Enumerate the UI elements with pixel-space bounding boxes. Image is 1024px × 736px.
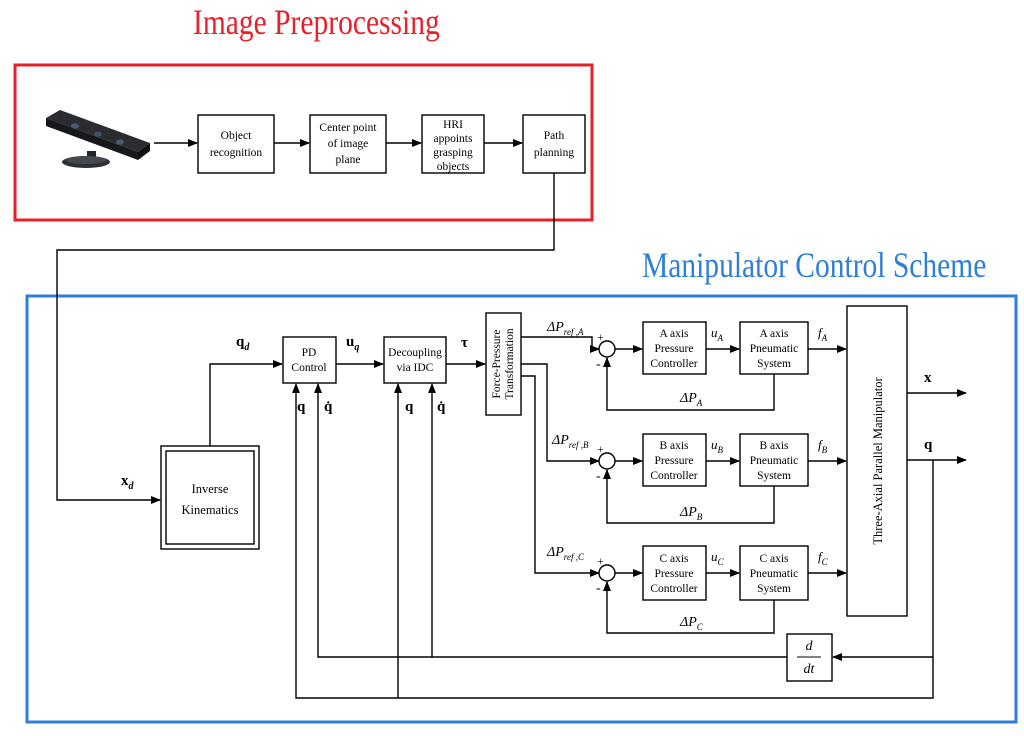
c-axis-pneumatic-system: C axis Pneumatic System xyxy=(739,545,809,601)
derivative-block: d dt xyxy=(786,633,833,682)
svg-text:Controller: Controller xyxy=(650,470,697,482)
svg-text:Control: Control xyxy=(291,362,326,374)
pd-qdot-label: q̇ xyxy=(324,399,333,415)
svg-text:appoints: appoints xyxy=(434,133,473,145)
svg-text:Controller: Controller xyxy=(650,583,697,595)
svg-text:planning: planning xyxy=(534,147,574,159)
svg-text:objects: objects xyxy=(437,161,470,173)
fa-label: fA xyxy=(818,325,828,343)
svg-text:-: - xyxy=(596,357,601,372)
svg-text:d: d xyxy=(806,639,814,654)
center-point-block: Center point of image plane xyxy=(309,114,387,174)
svg-text:+: + xyxy=(597,330,604,344)
idc-qdot-label: q̇ xyxy=(437,399,446,415)
svg-text:PD: PD xyxy=(302,347,317,359)
control-scheme-frame xyxy=(25,294,1018,724)
fb-label: fB xyxy=(818,437,828,455)
svg-text:of image: of image xyxy=(328,138,369,150)
svg-text:System: System xyxy=(757,470,791,482)
dpb-label: ΔPB xyxy=(679,505,703,522)
svg-text:Pneumatic: Pneumatic xyxy=(750,568,799,580)
fc-label: fC xyxy=(818,549,829,567)
svg-text:HRI: HRI xyxy=(443,119,463,131)
qd-label: qd xyxy=(236,334,250,353)
svg-text:Three-Axial Parallel Manipulat: Three-Axial Parallel Manipulator xyxy=(871,377,885,545)
svg-text:Pneumatic: Pneumatic xyxy=(750,343,799,355)
svg-text:+: + xyxy=(597,554,604,568)
svg-text:System: System xyxy=(757,358,791,370)
svg-text:Center point: Center point xyxy=(319,122,377,134)
x-output-label: x xyxy=(924,370,932,386)
svg-text:Pneumatic: Pneumatic xyxy=(750,455,799,467)
a-axis-pressure-controller: A axis Pressure Controller xyxy=(642,321,707,375)
preprocessing-frame xyxy=(13,63,594,222)
uq-label: uq xyxy=(346,334,359,353)
b-axis-pressure-controller: B axis Pressure Controller xyxy=(642,433,707,487)
hri-block: HRI appoints grasping objects xyxy=(421,114,485,174)
a-axis-pneumatic-system: A axis Pneumatic System xyxy=(739,321,809,375)
decoupling-block: Decoupling via IDC xyxy=(383,336,447,384)
xd-label: xd xyxy=(121,473,135,492)
force-pressure-block: Force-Pressure Transformation xyxy=(485,312,522,416)
pd-q-label: q xyxy=(297,399,306,415)
svg-text:B axis: B axis xyxy=(659,440,689,452)
svg-text:dt: dt xyxy=(804,662,816,677)
tau-label: τ xyxy=(461,335,468,351)
idc-q-label: q xyxy=(405,399,414,415)
svg-text:recognition: recognition xyxy=(210,147,263,159)
path-planning-block: Path planning xyxy=(522,114,586,174)
image-preprocessing-title: Image Preprocessing xyxy=(193,2,440,42)
manipulator-control-title: Manipulator Control Scheme xyxy=(642,245,987,285)
ub-label: uB xyxy=(711,437,724,455)
svg-text:-: - xyxy=(596,581,601,596)
svg-text:Inverse: Inverse xyxy=(192,482,229,496)
svg-text:plane: plane xyxy=(336,154,361,166)
svg-text:A axis: A axis xyxy=(759,328,789,340)
svg-text:Force-Pressure: Force-Pressure xyxy=(491,330,503,399)
svg-text:-: - xyxy=(596,469,601,484)
dpc-label: ΔPC xyxy=(679,615,704,632)
svg-text:Controller: Controller xyxy=(650,358,697,370)
uc-label: uC xyxy=(711,549,725,567)
manipulator-block: Three-Axial Parallel Manipulator xyxy=(846,305,908,617)
svg-text:A axis: A axis xyxy=(659,328,689,340)
pd-control-block: PD Control xyxy=(282,336,337,384)
svg-text:System: System xyxy=(757,583,791,595)
object-recognition-block: Object recognition xyxy=(197,114,275,174)
svg-text:Pressure: Pressure xyxy=(655,568,694,580)
svg-text:grasping: grasping xyxy=(433,147,473,159)
dp-ref-c-label: ΔPref ,C xyxy=(546,545,585,562)
svg-text:Decoupling: Decoupling xyxy=(388,347,442,359)
svg-text:B axis: B axis xyxy=(759,440,789,452)
svg-text:Kinematics: Kinematics xyxy=(182,503,239,517)
b-axis-pneumatic-system: B axis Pneumatic System xyxy=(739,433,809,487)
svg-text:C axis: C axis xyxy=(759,553,789,565)
svg-text:via IDC: via IDC xyxy=(397,362,434,374)
inverse-kinematics-block: Inverse Kinematics xyxy=(160,445,260,550)
dp-ref-a-label: ΔPref ,A xyxy=(546,320,584,337)
svg-text:Object: Object xyxy=(221,130,252,142)
q-output-label: q xyxy=(924,437,933,453)
svg-text:+: + xyxy=(597,442,604,456)
svg-text:Pressure: Pressure xyxy=(655,455,694,467)
ua-label: uA xyxy=(711,325,724,343)
svg-text:Transformation: Transformation xyxy=(504,328,516,399)
svg-text:Pressure: Pressure xyxy=(655,343,694,355)
depth-camera-icon xyxy=(46,110,150,168)
svg-text:C axis: C axis xyxy=(659,553,689,565)
dpa-label: ΔPA xyxy=(679,391,703,408)
c-axis-pressure-controller: C axis Pressure Controller xyxy=(642,545,707,601)
svg-text:Path: Path xyxy=(544,130,565,142)
dp-ref-b-label: ΔPref ,B xyxy=(551,433,589,450)
